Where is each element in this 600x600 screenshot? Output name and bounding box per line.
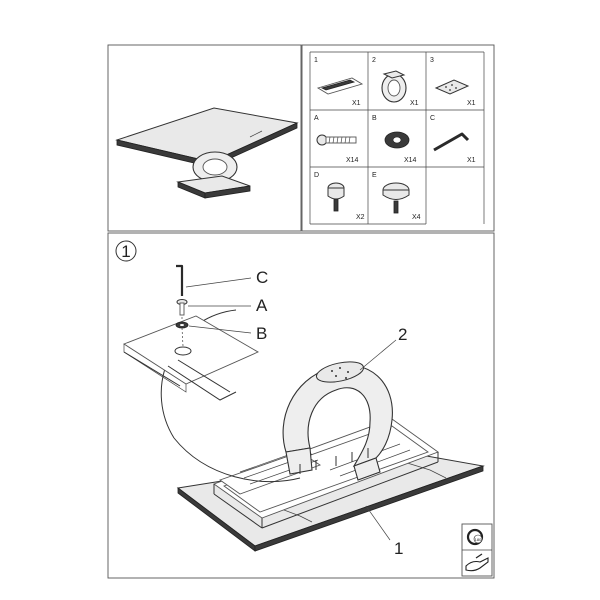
leader-2 xyxy=(359,339,397,371)
extension-seam xyxy=(249,130,263,138)
foot-small-icon xyxy=(327,182,345,212)
leader-b xyxy=(188,325,252,334)
step-number: 1 xyxy=(121,242,130,261)
ring-base-icon xyxy=(381,70,407,103)
detail-hole xyxy=(174,346,192,356)
part-3-label: 3 xyxy=(430,57,434,64)
callout-b: B xyxy=(256,324,267,343)
callout-2: 2 xyxy=(398,325,407,344)
leader-c xyxy=(185,277,252,288)
step-1-panel: 1 xyxy=(107,232,495,579)
callout-c: C xyxy=(256,268,268,287)
part-c-cell: C X1 xyxy=(430,115,476,164)
part-b-label: B xyxy=(372,115,377,122)
part-c-label: C xyxy=(430,115,435,122)
part-e-qty: X4 xyxy=(412,214,421,221)
part-a-cell: A X14 xyxy=(314,115,359,164)
leader-1 xyxy=(365,505,391,541)
ring-leg-hole xyxy=(202,158,228,176)
extension-seam-right xyxy=(403,461,447,479)
ring-foot-right xyxy=(353,457,381,481)
washer-icon xyxy=(384,131,410,149)
magnifier-arc-lower xyxy=(173,437,301,483)
part-e-cell: E X4 xyxy=(372,172,421,221)
part-1-label: 1 xyxy=(314,57,318,64)
overview-panel xyxy=(107,44,302,232)
bolt-icon xyxy=(316,134,357,146)
plate-icon xyxy=(434,79,470,95)
table-top-right-edge xyxy=(254,465,484,552)
part-d-qty: X2 xyxy=(356,214,365,221)
part-a-label: A xyxy=(314,115,319,122)
bracket-frame-icon xyxy=(316,77,364,95)
part-2-cell: 2 X1 xyxy=(372,57,419,107)
part-2-qty: X1 xyxy=(410,100,419,107)
table-base-side xyxy=(204,185,251,199)
step-number-circle xyxy=(115,240,137,262)
hardware-stack: C A B xyxy=(175,264,268,347)
part-c-qty: X1 xyxy=(467,157,476,164)
part-d-cell: D X2 xyxy=(314,172,365,221)
ring-foot-left xyxy=(285,447,313,475)
detail-magnifier xyxy=(123,309,301,483)
part-a-qty: X14 xyxy=(346,157,359,164)
part-d-label: D xyxy=(314,172,319,179)
allen-key-icon xyxy=(176,264,184,296)
part-3-qty: X1 xyxy=(467,100,476,107)
part-e-label: E xyxy=(372,172,377,179)
allen-key-icon xyxy=(433,132,470,152)
part-1-qty: X1 xyxy=(352,100,361,107)
callout-a: A xyxy=(256,296,268,315)
part-2-label: 2 xyxy=(372,57,376,64)
parts-list-panel: 1 X1 2 X1 3 xyxy=(301,44,495,232)
part-3-cell: 3 X1 xyxy=(430,57,476,107)
callout-1: 1 xyxy=(394,539,403,558)
part-b-qty: X14 xyxy=(404,157,417,164)
ring-leg-part-2 xyxy=(282,361,393,481)
rotate-text: 180 xyxy=(475,537,482,542)
bolt-shaft xyxy=(179,302,185,316)
part-b-cell: B X14 xyxy=(372,115,417,164)
badge-panel: 180 xyxy=(461,523,493,577)
rotate-180-icon: 180 xyxy=(466,528,484,546)
assembled-table-illustration xyxy=(115,107,299,199)
hand-tighten-icon xyxy=(465,553,489,572)
part-1-cell: 1 X1 xyxy=(314,57,364,107)
foot-large-icon xyxy=(382,182,410,214)
